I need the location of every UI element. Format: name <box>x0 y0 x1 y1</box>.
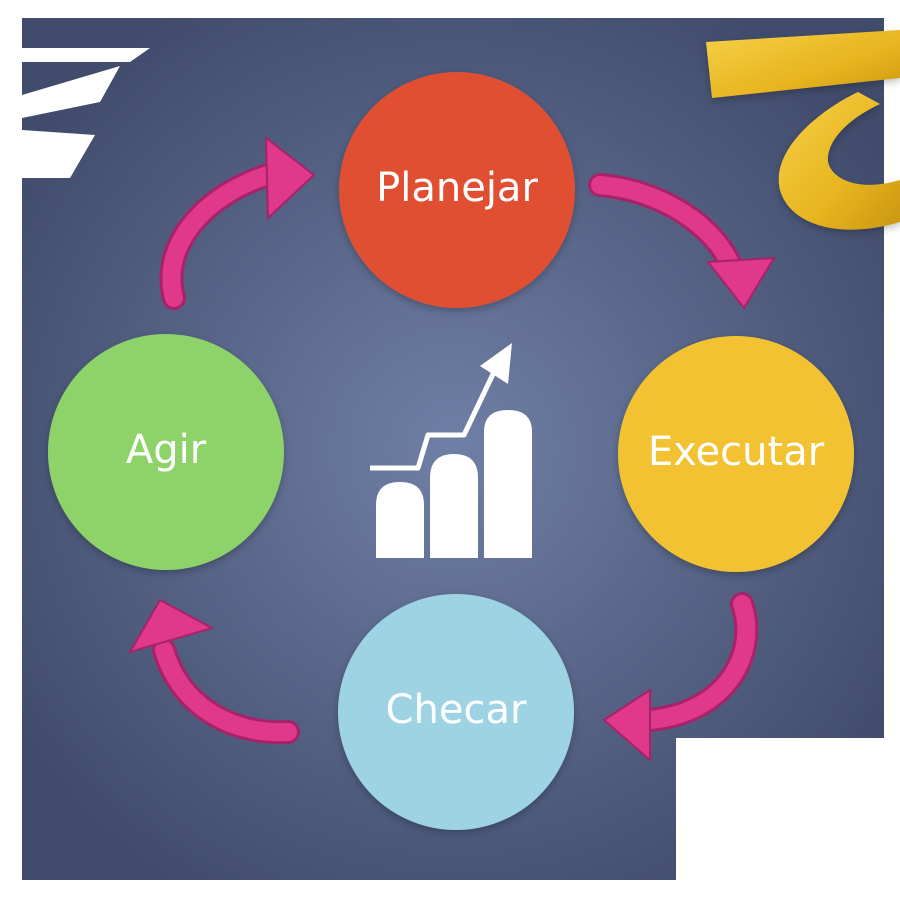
stage-agir-circle <box>48 334 284 570</box>
growth-bar-chart-icon <box>370 343 532 558</box>
arrow-executar-to-checar <box>602 592 759 763</box>
stage-checar-label: Checar <box>386 687 527 733</box>
stage-agir-label: Agir <box>126 427 207 473</box>
stage-planejar: Planejar <box>339 72 575 308</box>
decorative-stripes <box>22 48 150 178</box>
stage-planejar-circle <box>339 72 575 308</box>
arrow-agir-to-planejar <box>159 135 316 310</box>
arrow-planejar-to-executar <box>588 173 776 310</box>
stage-checar-circle <box>338 594 574 830</box>
arrow-checar-to-agir <box>127 598 300 745</box>
stage-checar: Checar <box>338 594 574 830</box>
stage-executar: Executar <box>618 336 854 572</box>
stage-executar-circle <box>618 336 854 572</box>
ribbon-decoration <box>706 30 900 230</box>
stage-executar-label: Executar <box>648 429 825 475</box>
stage-agir: Agir <box>48 334 284 570</box>
stage-planejar-label: Planejar <box>376 165 538 211</box>
cycle-arrows <box>127 135 776 763</box>
corner-patch <box>676 738 884 880</box>
